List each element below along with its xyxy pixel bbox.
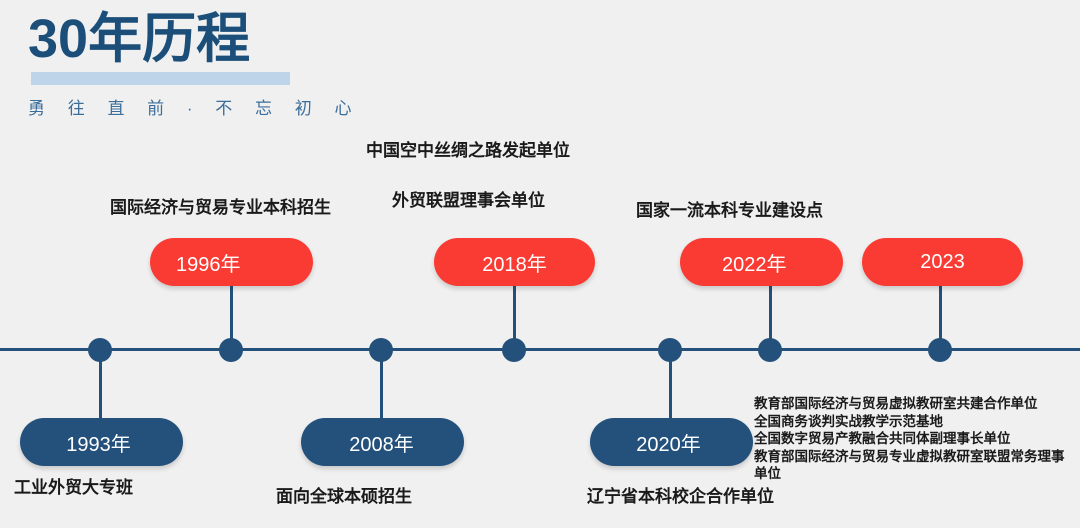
connector-2023 [939, 286, 942, 340]
milestone-year-2022: 2022年 [722, 253, 787, 276]
caption-2018: 外贸联盟理事会单位 [392, 191, 545, 210]
milestone-pill-1996[interactable]: 1996年 [150, 238, 313, 286]
achievement-item: 全国数字贸易产教融合共同体副理事长单位 [754, 431, 1011, 446]
milestone-pill-2020[interactable]: 2020年 [590, 418, 753, 466]
milestone-pill-2023[interactable]: 2023 [862, 238, 1023, 286]
achievement-item: 教育部国际经济与贸易专业虚拟教研室联盟常务理事单位 [754, 448, 1065, 482]
connector-2018 [513, 286, 516, 340]
title-underline-bar [31, 72, 290, 85]
connector-2008 [380, 360, 383, 418]
achievement-item: 全国商务谈判实战教学示范基地 [754, 413, 943, 429]
milestone-year-2018: 2018年 [482, 253, 547, 276]
caption-2018-secondary: 中国空中丝绸之路发起单位 [366, 141, 570, 160]
milestone-year-2020: 2020年 [636, 433, 701, 456]
timeline-dot-2008 [369, 338, 393, 362]
milestone-pill-1993[interactable]: 1993年 [20, 418, 183, 466]
timeline-axis [0, 348, 1080, 351]
milestone-year-2023: 2023 [920, 250, 965, 273]
milestone-year-2008: 2008年 [349, 433, 414, 456]
connector-2022 [769, 286, 772, 340]
timeline-dot-2022 [758, 338, 782, 362]
header-block: 30年历程 勇 往 直 前 · 不 忘 初 心 [28, 8, 351, 118]
caption-1993: 工业外贸大专班 [14, 478, 133, 497]
timeline-dot-2018 [502, 338, 526, 362]
achievement-item: 教育部国际经济与贸易虚拟教研室共建合作单位 [754, 396, 1038, 411]
milestone-year-1993: 1993年 [66, 433, 131, 456]
milestone-year-1996: 1996年 [176, 253, 241, 276]
achievements-list-2023: 教育部国际经济与贸易虚拟教研室共建合作单位 全国商务谈判实战教学示范基地 全国数… [754, 395, 1072, 483]
timeline-dot-2023 [928, 338, 952, 362]
connector-1996 [230, 286, 233, 340]
caption-1996: 国际经济与贸易专业本科招生 [110, 198, 331, 217]
caption-2020: 辽宁省本科校企合作单位 [587, 487, 774, 506]
milestone-pill-2018[interactable]: 2018年 [434, 238, 595, 286]
caption-2008: 面向全球本硕招生 [276, 487, 412, 506]
timeline-dot-1996 [219, 338, 243, 362]
timeline-dot-2020 [658, 338, 682, 362]
connector-1993 [99, 360, 102, 418]
page-subtitle: 勇 往 直 前 · 不 忘 初 心 [28, 99, 361, 118]
page-title: 30年历程 [28, 9, 251, 69]
milestone-pill-2008[interactable]: 2008年 [301, 418, 464, 466]
caption-2022: 国家一流本科专业建设点 [636, 201, 823, 220]
connector-2020 [669, 360, 672, 418]
milestone-pill-2022[interactable]: 2022年 [680, 238, 843, 286]
timeline-dot-1993 [88, 338, 112, 362]
